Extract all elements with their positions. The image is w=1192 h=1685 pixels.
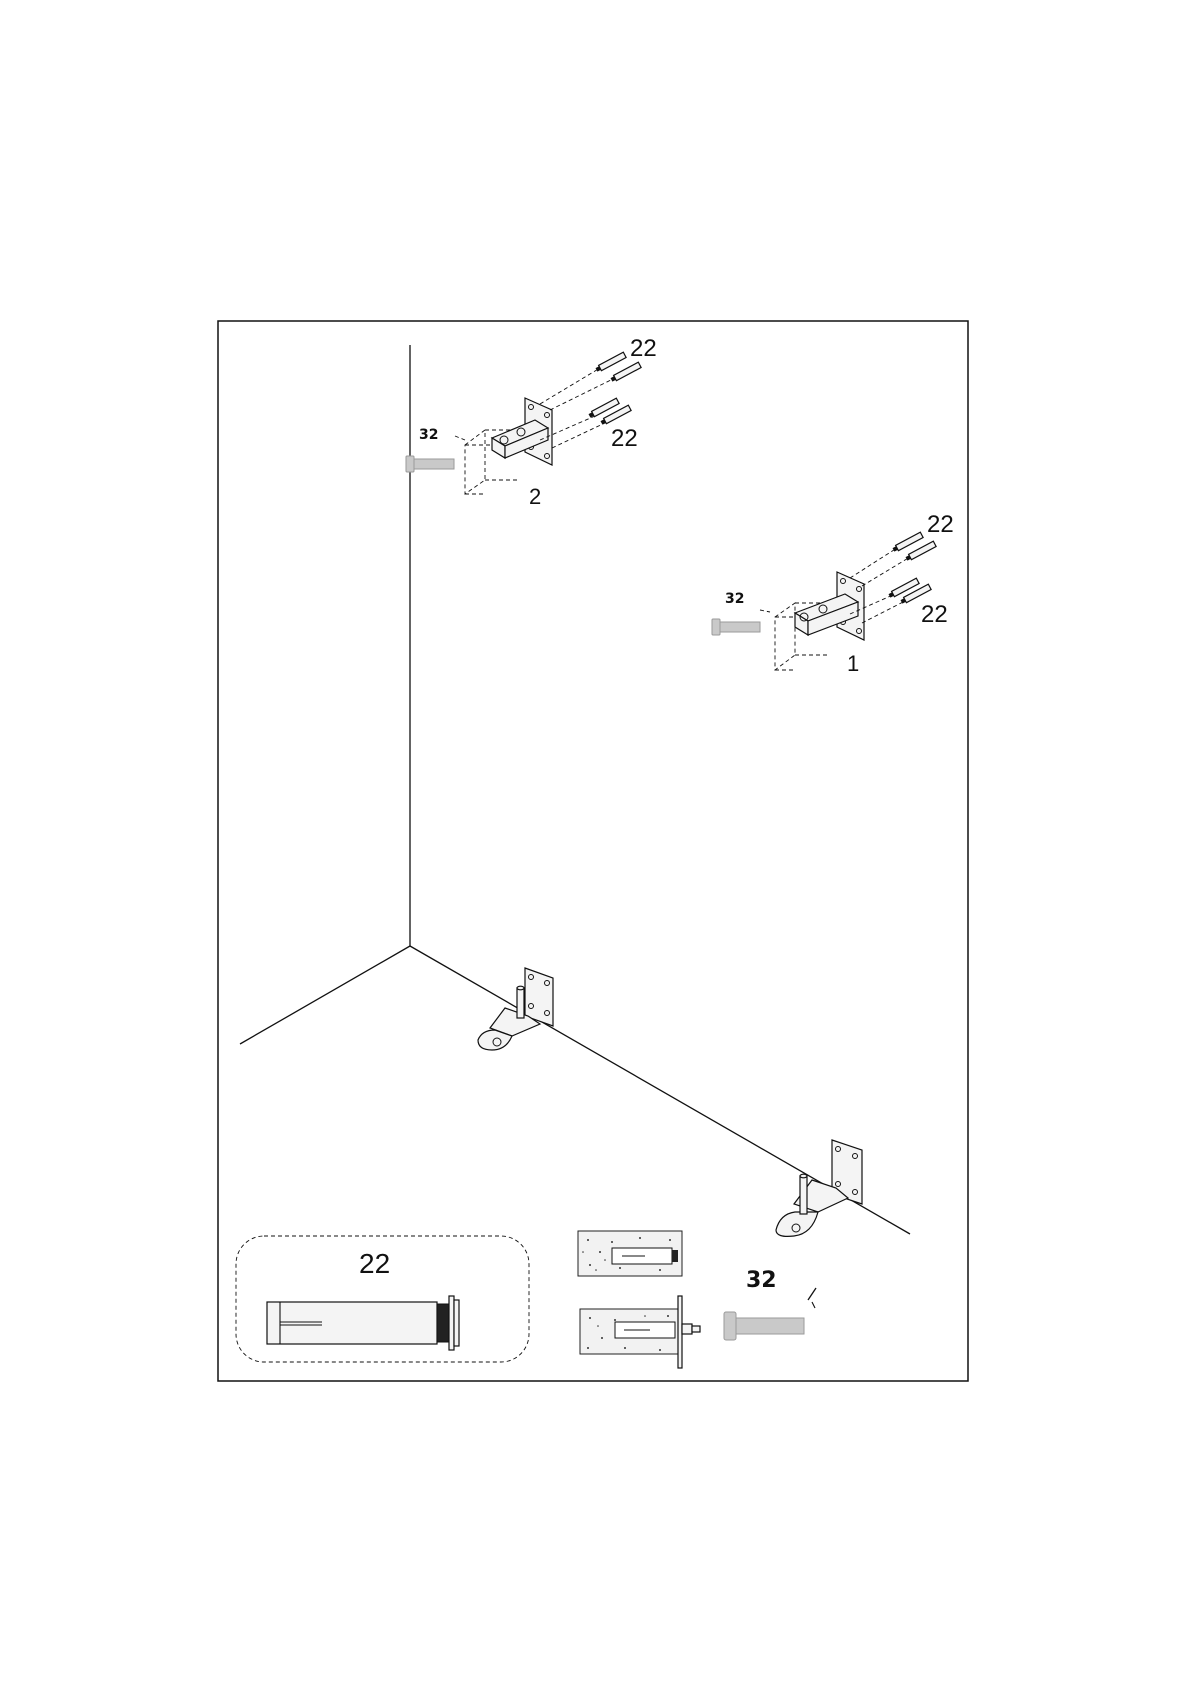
anchor-label-1a: 22 [927,511,954,538]
anchor-label-2b: 22 [611,425,638,452]
concrete-section-lower [580,1296,700,1368]
bolt-label-2: 32 [419,427,438,443]
anchor-detail-label: 22 [359,1248,390,1279]
bracket-number-2: 2 [529,484,541,509]
bolt-detail-label: 32 [746,1268,777,1293]
floor-bracket-right [776,1140,862,1236]
floor-bracket-left [478,968,553,1050]
bolt-detail [724,1288,816,1340]
anchor-group-1 [888,532,936,604]
wall-bracket-2 [455,368,615,494]
bolt-2 [406,456,454,472]
anchor-label-1b: 22 [921,601,948,628]
bolt-1 [712,619,760,635]
concrete-section-upper [578,1231,682,1276]
bolt-label-1: 32 [725,591,744,607]
anchor-group-2 [588,352,641,425]
diagram-frame [218,321,968,1381]
room-corner [240,345,910,1234]
anchor-label-2a: 22 [630,335,657,362]
bracket-number-1: 1 [847,651,859,676]
wall-bracket-1 [760,548,910,670]
